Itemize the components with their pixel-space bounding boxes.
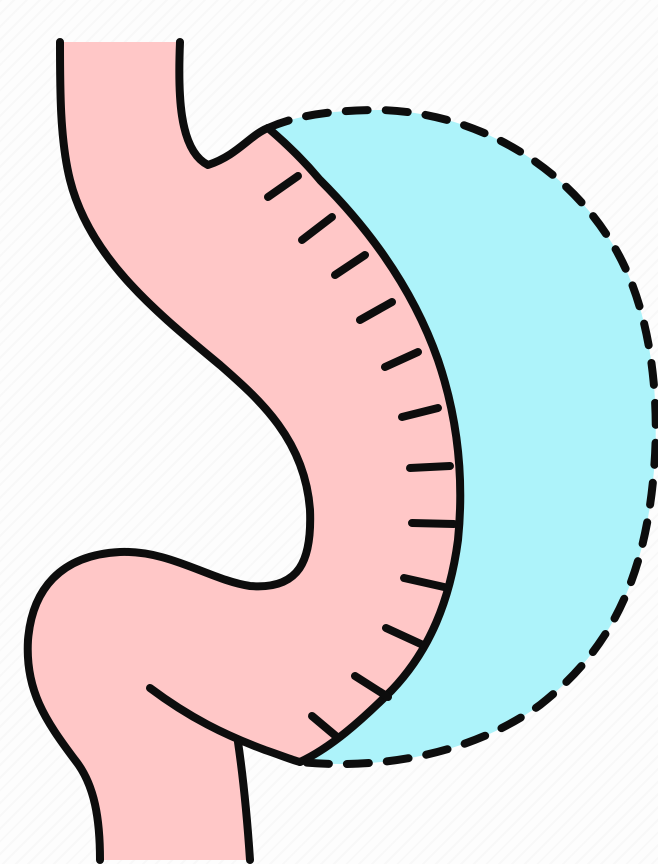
staple-tick [412, 523, 454, 524]
staple-tick [410, 466, 450, 468]
